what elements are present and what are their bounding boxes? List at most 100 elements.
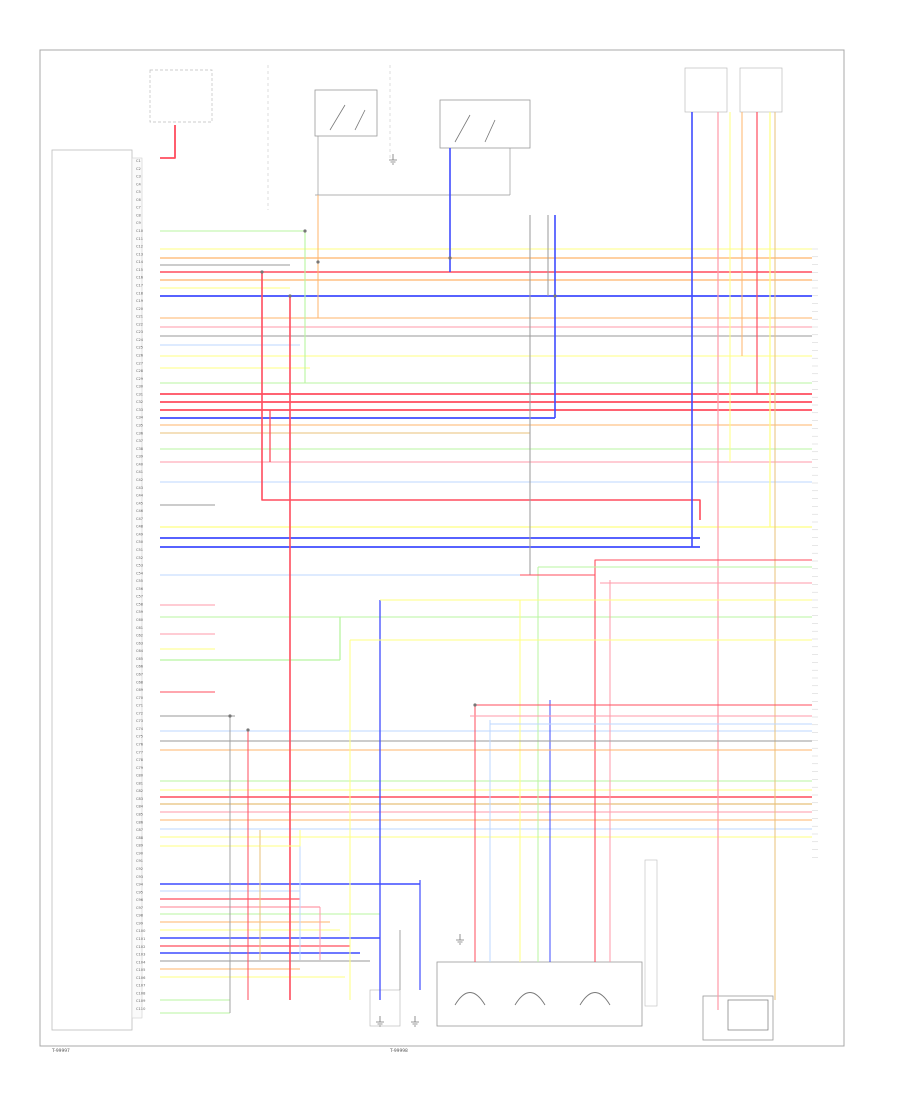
connector-pin: C42: [136, 478, 143, 482]
connector-pin: C43: [136, 486, 143, 490]
connector-pin: C32: [136, 400, 143, 404]
connector-pin: C63: [136, 641, 143, 645]
connector-pin: C74: [136, 727, 144, 731]
connector-pin: C67: [136, 672, 143, 676]
splice-point: [260, 270, 264, 274]
connector-pin: C19: [136, 299, 144, 303]
sensor-bottom-right-inner: [727, 999, 769, 1031]
splice-point: [316, 260, 320, 264]
diagram-frame: [39, 49, 845, 1047]
connector-pin: C66: [136, 665, 144, 669]
connector-pin: C34: [136, 416, 144, 420]
connector-pin: C46: [136, 509, 144, 513]
connector-pin: C35: [136, 424, 143, 428]
connector-pin: C31: [136, 392, 143, 396]
connector-pin: C3: [136, 175, 141, 179]
connector-pin: C5: [136, 190, 141, 194]
connector-pin: C90: [136, 851, 144, 855]
connector-pin: C36: [136, 431, 144, 435]
connector-pin: C1: [136, 159, 141, 163]
connector-pin: C99: [136, 921, 144, 925]
connector-pin: C107: [136, 984, 145, 988]
connector-pin: C23: [136, 330, 143, 334]
connector-pin: C2: [136, 167, 141, 171]
connector-pin: C79: [136, 766, 144, 770]
splice-point: [448, 256, 452, 260]
connector-pin: C14: [136, 260, 144, 264]
sensor-bottom-left: [369, 989, 401, 1027]
connector-pin: C10: [136, 229, 144, 233]
wire-decorations: [228, 154, 818, 1027]
splice-point: [553, 294, 557, 298]
splice-point: [228, 714, 232, 718]
connector-pin: C61: [136, 626, 143, 630]
relay-1-switch: [329, 104, 366, 131]
splice-point: [473, 703, 477, 707]
connector-pin: C76: [136, 743, 144, 747]
connector-pin: C69: [136, 688, 144, 692]
connector-pin: C27: [136, 361, 143, 365]
harness-wire: [261, 272, 701, 520]
connector-pin: C84: [136, 805, 144, 809]
connector-pin: C94: [136, 883, 144, 887]
ecm-box: [51, 149, 133, 1031]
connector-pin: C81: [136, 781, 143, 785]
connector-pin: C102: [136, 945, 145, 949]
connector-pin: C71: [136, 704, 143, 708]
connector-pin: C4: [136, 182, 142, 186]
connector-pin: C58: [136, 602, 144, 606]
connector-pin: C13: [136, 252, 143, 256]
connector-pin: C83: [136, 797, 143, 801]
connector-pin: C103: [136, 953, 145, 957]
connector-pin: C65: [136, 657, 143, 661]
connector-pin: C11: [136, 237, 143, 241]
connector-pin: C47: [136, 517, 143, 521]
connector-pin: C25: [136, 346, 143, 350]
connector-pin: C101: [136, 937, 145, 941]
connector-pin: C98: [136, 914, 144, 918]
connector-pin: C104: [136, 960, 146, 964]
connector-pin: C87: [136, 828, 143, 832]
sensor-bottom-right: [702, 995, 774, 1041]
connector-pin: C106: [136, 976, 146, 980]
connector-pin: C15: [136, 268, 143, 272]
ground-icon: [411, 1016, 419, 1027]
ground-icon: [456, 934, 464, 945]
splice-point: [246, 728, 250, 732]
connector-pin: C72: [136, 711, 143, 715]
connector-pin: C62: [136, 634, 143, 638]
connector-pin: C24: [136, 338, 144, 342]
solenoid-coils: [454, 992, 611, 1006]
ecm-connector: [131, 157, 143, 1019]
relay-1: [314, 89, 378, 137]
connector-pin: C68: [136, 680, 144, 684]
connector-pin: C20: [136, 307, 144, 311]
connector-pin: C44: [136, 494, 144, 498]
connector-pin: C37: [136, 439, 143, 443]
connector-pin: C97: [136, 906, 143, 910]
connector-pin: C33: [136, 408, 143, 412]
footer-left-label: T-99997: [51, 1048, 70, 1054]
relay-2: [439, 99, 531, 149]
connector-pin: C82: [136, 789, 143, 793]
connector-pin: C73: [136, 719, 143, 723]
splice-point: [303, 229, 307, 233]
connector-pin: C91: [136, 859, 143, 863]
connector-pin: C18: [136, 291, 144, 295]
connector-pin: C64: [136, 649, 144, 653]
connector-pin: C53: [136, 564, 143, 568]
power-feed-wire: [160, 125, 176, 159]
sensor-box-1: [684, 67, 728, 113]
connector-pin: C78: [136, 758, 144, 762]
connector-pin: C48: [136, 525, 144, 529]
connector-pin: C29: [136, 377, 144, 381]
sensor-box-2: [739, 67, 783, 113]
connector-pin: C110: [136, 1007, 146, 1011]
connector-pin: C88: [136, 836, 144, 840]
connector-pin: C55: [136, 579, 143, 583]
connector-pin: C30: [136, 385, 144, 389]
ground-icon: [376, 1016, 384, 1027]
connector-pin: C56: [136, 587, 144, 591]
connector-pin: C93: [136, 875, 143, 879]
